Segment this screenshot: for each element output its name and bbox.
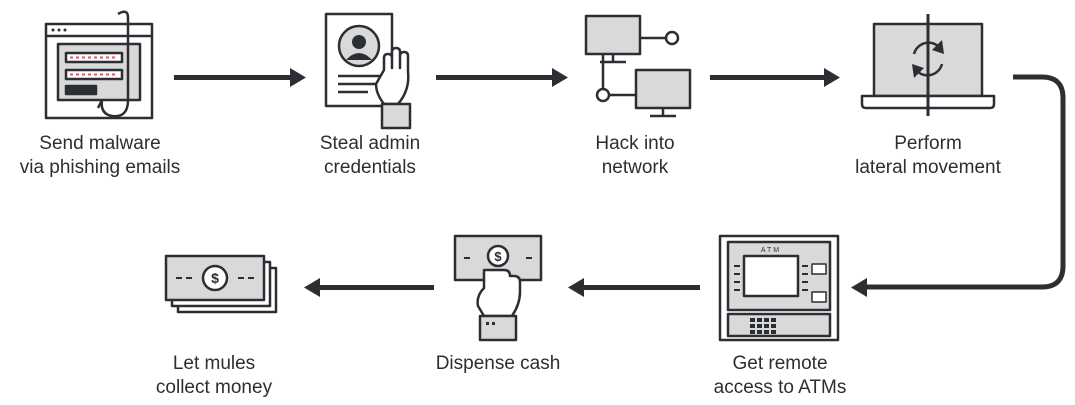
step-7-label: Let mules collect money bbox=[124, 352, 304, 400]
step-5-label-line2: access to ATMs bbox=[713, 377, 847, 398]
arrow-step5-to-step6 bbox=[568, 278, 700, 297]
step-3-label: Hack into network bbox=[550, 132, 720, 180]
step-2-label-line1: Steal admin bbox=[319, 133, 421, 154]
arrow-step4-to-step5 bbox=[851, 74, 1066, 297]
step-6-label: Dispense cash bbox=[408, 352, 588, 376]
step-5-label: Get remote access to ATMs bbox=[680, 352, 880, 400]
atm-icon bbox=[718, 234, 840, 342]
lateral-movement-icon bbox=[860, 14, 996, 116]
arrow-step2-to-step3 bbox=[436, 68, 568, 87]
step-6-label-line1: Dispense cash bbox=[435, 353, 561, 374]
admin-credentials-icon bbox=[324, 12, 412, 130]
money-stack-icon bbox=[164, 254, 278, 314]
step-1-label-line2: via phishing emails bbox=[19, 157, 181, 178]
flow-arrows bbox=[174, 68, 840, 297]
money-stack-currency: $ bbox=[211, 270, 219, 286]
arrow-step6-to-step7 bbox=[304, 278, 434, 297]
step-4-label-line1: Perform bbox=[894, 133, 962, 154]
step-3-label-line1: Hack into bbox=[595, 133, 675, 154]
phishing-email-icon bbox=[44, 10, 154, 120]
step-7-label-line2: collect money bbox=[155, 377, 273, 398]
step-5-label-line1: Get remote bbox=[732, 353, 828, 374]
step-2-label: Steal admin credentials bbox=[280, 132, 460, 180]
network-icon bbox=[584, 14, 692, 118]
step-3-label-line2: network bbox=[601, 157, 669, 178]
step-1-label: Send malware via phishing emails bbox=[0, 132, 200, 180]
step-1-label-line1: Send malware bbox=[39, 133, 161, 154]
step-2-label-line2: credentials bbox=[324, 157, 416, 178]
atm-screen-label: ATM bbox=[761, 247, 781, 254]
dispense-cash-icon bbox=[453, 234, 543, 342]
step-4-label-line2: lateral movement bbox=[855, 157, 1001, 178]
step-4-label: Perform lateral movement bbox=[818, 132, 1038, 180]
dispense-cash-currency: $ bbox=[494, 249, 502, 264]
step-7-label-line1: Let mules bbox=[172, 353, 256, 374]
arrow-step3-to-step4 bbox=[710, 68, 840, 87]
arrow-step1-to-step2 bbox=[174, 68, 306, 87]
